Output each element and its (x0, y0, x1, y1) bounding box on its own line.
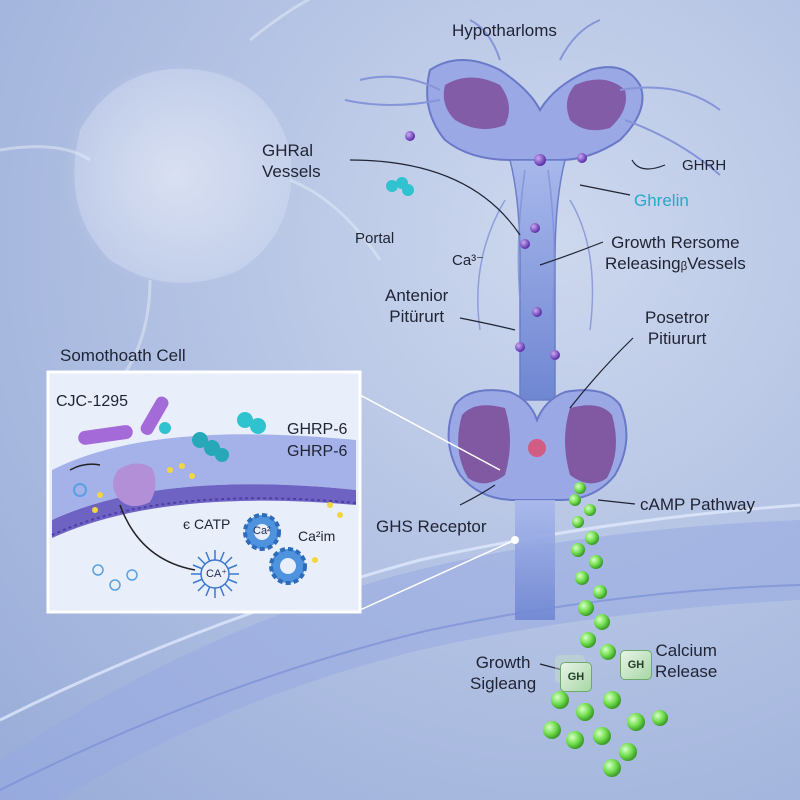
label-posterior-pituitary: Posetror Pitiururt (645, 308, 710, 348)
label-ca3: Ca³⁻ (452, 252, 485, 269)
hypothalamus (344, 19, 721, 176)
ghrelin-molecule (386, 177, 414, 196)
label-catp: є CATP (183, 516, 231, 532)
label-ca-star: CA⁺ (206, 568, 228, 580)
hormone-particles (405, 131, 587, 360)
pituitary-gland (447, 389, 628, 501)
zoom-line-top (359, 394, 501, 471)
label-ghrp-6-b: GHRP-6 (287, 443, 348, 460)
label-somatotroph-cell: Somothoath Cell (60, 346, 186, 365)
label-cjc-1295: CJC-1295 (56, 393, 129, 410)
zoom-line-bottom (359, 539, 516, 611)
label-anterior-pituitary: Antenior Pitürurt (385, 286, 449, 326)
label-ghrp-6-a: GHRP-6 (287, 421, 348, 438)
gh-box: GH (560, 662, 592, 692)
label-gear-ca: Ca² (253, 525, 271, 537)
label-portal: Portal (355, 230, 395, 247)
label-ghs-receptor: GHS Receptor (376, 517, 487, 536)
label-hypothalamus: Hypotharloms (452, 21, 557, 40)
label-growth-signaling: Growth Sigleang (470, 653, 537, 693)
label-ghral-vessels: GHRal Vessels (262, 141, 321, 181)
label-camp-pathway: cAMP Pathway (640, 495, 755, 514)
label-calcium-release: Calcium Release (655, 641, 718, 681)
label-ca2im: Ca²im (298, 528, 336, 544)
label-growth-releasing-vessels: Growth Rersome ReleasingᵦVessels (605, 233, 746, 273)
label-ghrh: GHRH (682, 157, 727, 174)
label-ghrelin: Ghrelin (634, 191, 689, 210)
background-cell (0, 0, 382, 381)
gh-box: GH (620, 650, 652, 680)
gh-particles (543, 482, 668, 777)
somatotroph-inset (46, 370, 362, 614)
